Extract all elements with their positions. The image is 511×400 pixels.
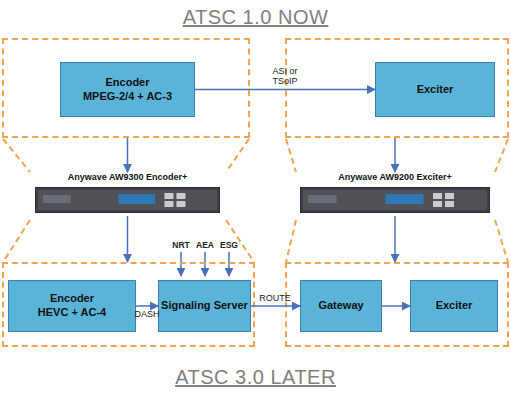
- guide-line: [3, 139, 30, 172]
- device-label: Anywave AW9300 Encoder+: [68, 172, 187, 183]
- edge-label: DASH: [130, 309, 164, 319]
- edge-label: ASI or TSoIP: [262, 66, 308, 87]
- flow-arrow: [394, 216, 396, 262]
- guide-line: [495, 139, 508, 172]
- chassis: [35, 187, 220, 213]
- front-panel: [38, 190, 217, 210]
- process-box: EncoderHEVC + AC-4: [8, 280, 136, 332]
- flow-arrow: [382, 305, 410, 307]
- box-label: Gateway: [318, 299, 363, 313]
- diagram-title: ATSC 1.0 NOW: [0, 6, 511, 29]
- process-box: Exciter: [375, 62, 495, 117]
- chassis: [300, 187, 490, 213]
- hardware-unit: Anywave AW9200 Exciter+: [300, 172, 490, 216]
- box-label: MPEG-2/4 + AC-3: [83, 90, 172, 104]
- box-label: Encoder: [105, 76, 149, 90]
- panel-button: [165, 193, 174, 199]
- panel-button: [445, 193, 454, 199]
- flow-arrow: [394, 138, 396, 172]
- dashed-group: Exciter: [285, 38, 509, 138]
- flow-arrow: [136, 305, 158, 307]
- leader-arrow: [204, 252, 206, 276]
- panel-button: [177, 201, 186, 207]
- edge-label: ROUTE: [252, 293, 298, 303]
- box-label: Exciter: [417, 83, 454, 97]
- panel-button: [445, 201, 454, 207]
- rack-unit-drawing: [300, 187, 490, 213]
- leader-arrow: [180, 252, 182, 276]
- diagram-caption: ATSC 3.0 LATER: [0, 366, 511, 389]
- guide-line: [286, 220, 296, 262]
- process-box: Exciter: [410, 280, 498, 332]
- hourglass-guides: [3, 139, 508, 262]
- dashed-group: EncoderMPEG-2/4 + AC-3: [2, 38, 250, 138]
- box-label: Signaling Server: [161, 299, 248, 313]
- flow-arrow: [251, 305, 300, 307]
- process-box: EncoderMPEG-2/4 + AC-3: [60, 62, 195, 117]
- panel-button: [433, 193, 442, 199]
- device-label: Anywave AW9200 Exciter+: [338, 172, 451, 183]
- panel-button: [177, 193, 186, 199]
- input-label: ESG: [217, 240, 241, 250]
- flow-arrow: [195, 89, 375, 91]
- input-leaders: [181, 252, 229, 276]
- guide-line: [226, 139, 249, 172]
- logo-plate: [308, 195, 337, 203]
- hardware-unit: Anywave AW9300 Encoder+: [35, 172, 220, 216]
- box-label: Encoder: [50, 292, 94, 306]
- box-label: HEVC + AC-4: [38, 306, 106, 320]
- display: [118, 194, 155, 204]
- guide-line: [3, 220, 30, 262]
- input-label: AEA: [193, 240, 217, 250]
- leader-arrow: [228, 252, 230, 276]
- display: [386, 194, 424, 204]
- front-panel: [303, 190, 487, 210]
- dashed-group: Gateway Exciter: [285, 262, 509, 347]
- input-label: NRT: [169, 240, 193, 250]
- process-box: Signaling Server: [158, 280, 251, 332]
- rack-unit-drawing: [35, 187, 220, 213]
- panel-button: [165, 201, 174, 207]
- guide-line: [495, 220, 508, 262]
- flow-arrow: [127, 216, 129, 262]
- process-box: Gateway: [300, 280, 382, 332]
- flow-arrow: [127, 138, 129, 172]
- dashed-group: EncoderHEVC + AC-4 Signaling Server: [2, 262, 255, 347]
- logo-plate: [43, 195, 71, 203]
- guide-line: [286, 139, 296, 172]
- box-label: Exciter: [436, 299, 473, 313]
- panel-button: [433, 201, 442, 207]
